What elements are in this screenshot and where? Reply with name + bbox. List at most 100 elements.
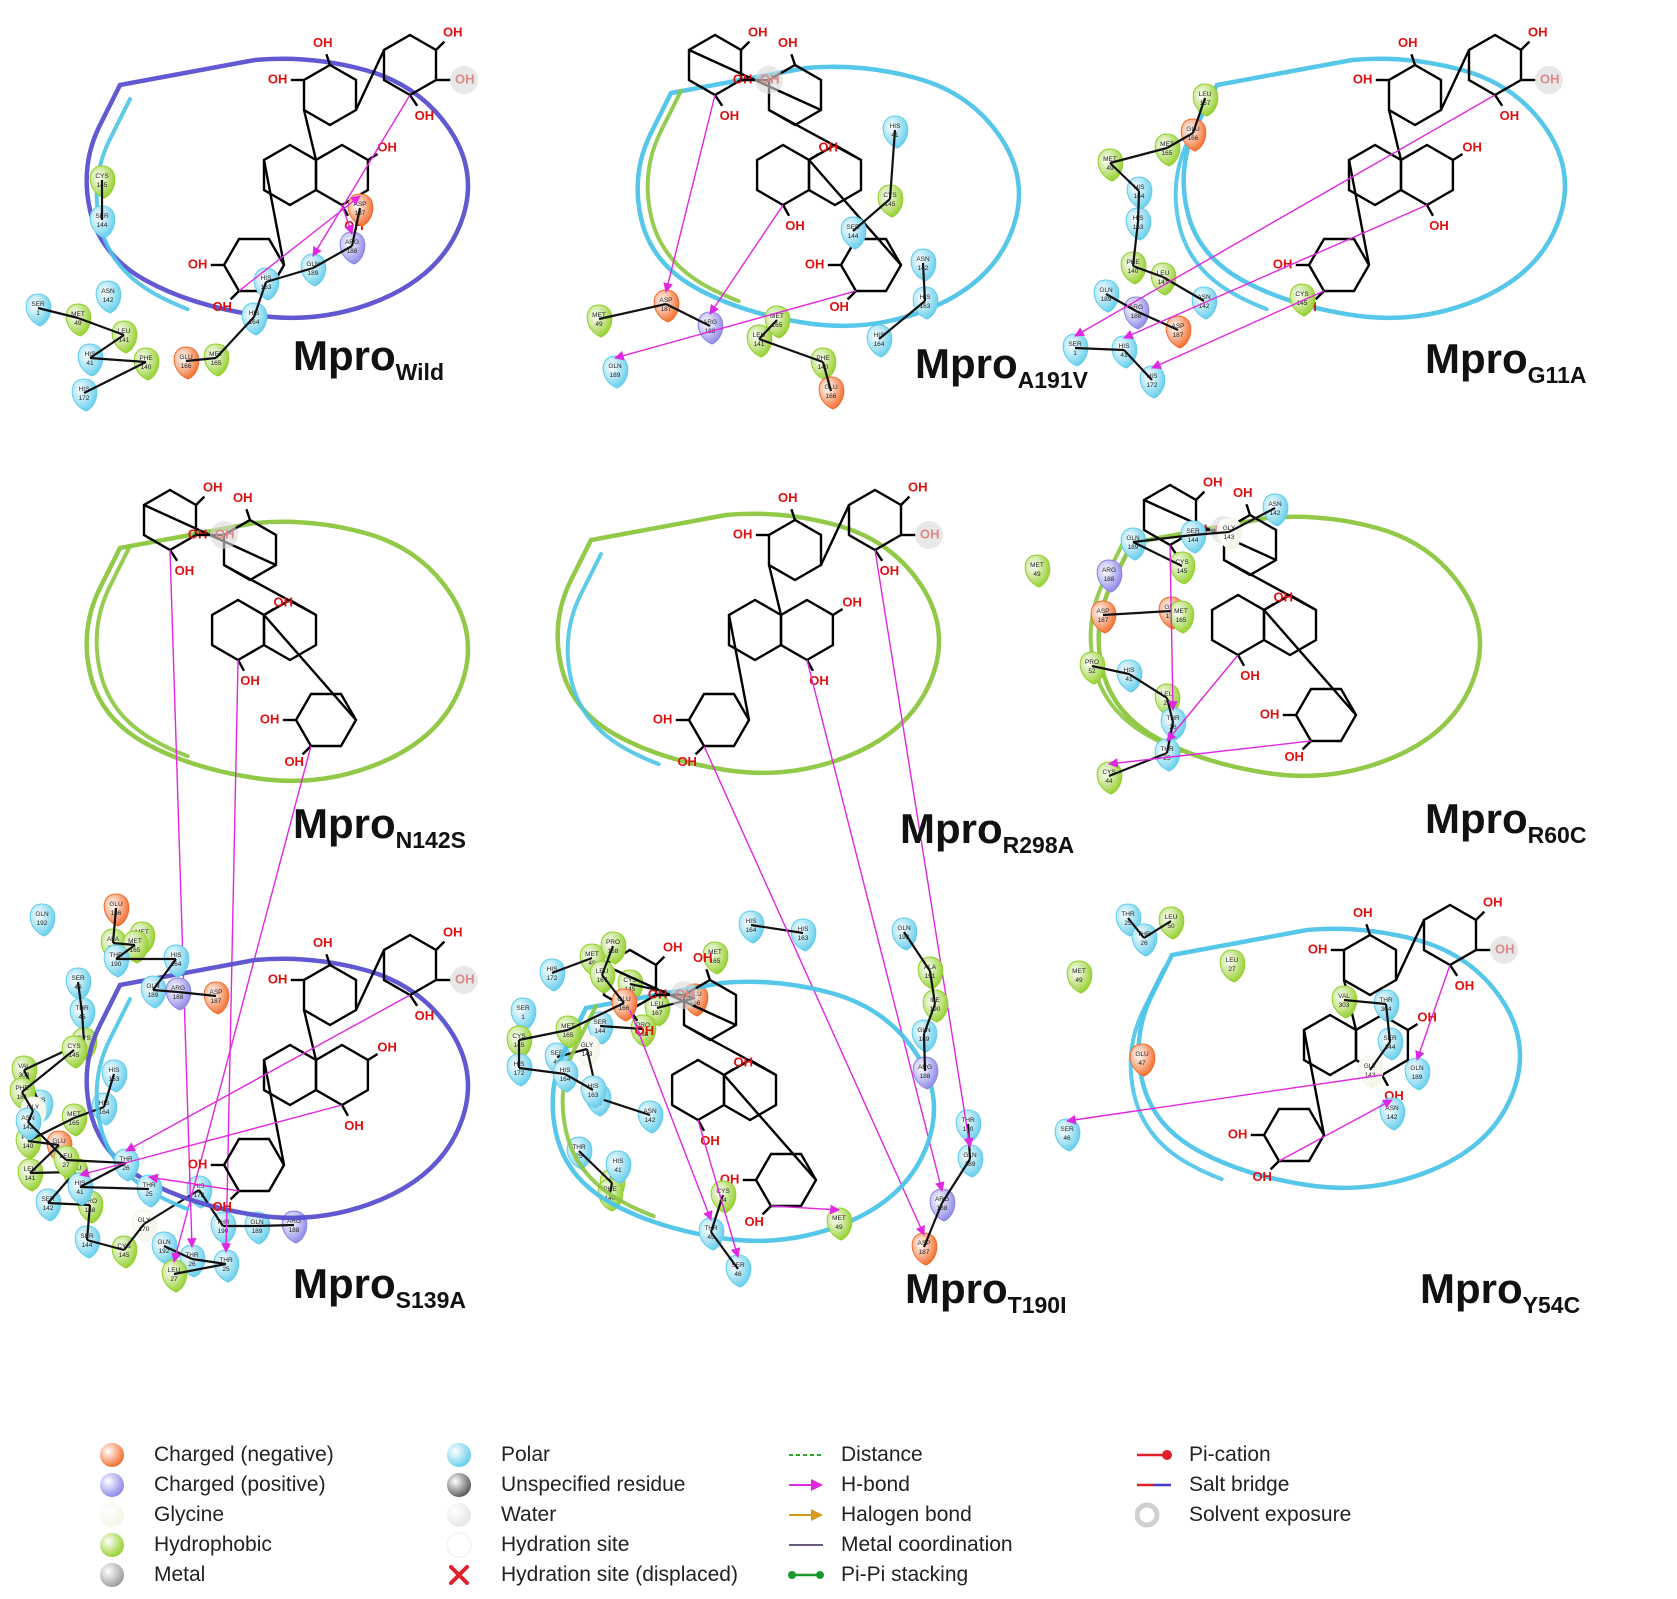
backbone-link [1131, 221, 1140, 267]
residue-marker [1154, 133, 1181, 167]
residue-number: 168 [638, 1031, 649, 1038]
residue-number: 166 [619, 1005, 630, 1012]
residue-number: 163 [588, 1092, 599, 1099]
residue-name: PRO [1085, 659, 1099, 666]
hbond-arrow [1278, 1099, 1393, 1162]
saltbridge-icon [1137, 1483, 1171, 1487]
residue-name: SER [1060, 1126, 1074, 1133]
hydroxyl-label: OH [443, 925, 463, 940]
residue-number: 192 [37, 920, 48, 927]
residue-name: PHE [15, 1085, 29, 1092]
backbone-link [79, 1185, 150, 1191]
hydroxyl-label: OH [663, 940, 683, 955]
panel-label-g11a: MproG11A [1425, 335, 1586, 389]
residue-name: HIS [874, 332, 886, 339]
backbone-link [76, 981, 84, 1013]
residue-marker [697, 311, 724, 345]
residue-marker [65, 303, 92, 337]
residue-name: PRO [606, 939, 620, 946]
residue-name: LEU [168, 1267, 181, 1274]
residue-name: HIS [109, 1067, 121, 1074]
backbone-link [185, 356, 217, 363]
hydroxyl-label: OH [1233, 485, 1253, 500]
ligand-bond [790, 508, 797, 521]
ligand-ring [670, 1058, 726, 1122]
residue-number: 41 [86, 360, 94, 367]
residue-name: LEU [753, 332, 766, 339]
residue-number: 189 [308, 270, 319, 277]
panel-label-r298a: MproR298A [900, 805, 1074, 859]
binding-pocket-outline [565, 525, 951, 789]
residue-number: 187 [355, 210, 366, 217]
ligand-bond [409, 994, 419, 1007]
hydroxyl-label: OH [188, 256, 208, 271]
residue-name: THR [216, 1219, 230, 1226]
binding-pocket-outline [1088, 512, 1474, 776]
panel-label-main: Mpro [905, 1265, 1008, 1312]
hbond-arrow [1108, 740, 1312, 768]
residue-name: HIS [261, 275, 273, 282]
legend-symbol [447, 1560, 493, 1590]
hydroxyl-label: OH [1353, 71, 1373, 86]
legend-symbol [447, 1500, 493, 1530]
residue-number: 26 [122, 1165, 130, 1172]
hydroxyl-label: OH [693, 950, 713, 965]
residue-marker [1120, 251, 1147, 285]
backbone-link [177, 990, 217, 998]
legend-symbol [446, 1530, 493, 1560]
residue-name: PHE [816, 355, 830, 362]
residue-name: HIS [194, 1183, 206, 1190]
residue-name: MET [592, 312, 606, 319]
residue-name: ARG [1129, 304, 1143, 311]
ligand-bond [1302, 1029, 1326, 1136]
hydroxyl-label: OH [415, 1008, 435, 1023]
residue-name: GLY [1364, 1063, 1377, 1070]
residue-number: 26 [1169, 724, 1177, 731]
hydroxyl-label: OH [273, 594, 293, 609]
residue-number: 165 [69, 1120, 80, 1127]
hydroxyl-label: OH [377, 1039, 397, 1054]
ligand-bond [846, 290, 857, 301]
residue-number: 46 [734, 1271, 742, 1278]
ligand-ring [1210, 593, 1266, 657]
sugar-ring [302, 963, 358, 1027]
residue-number: 145 [625, 986, 636, 993]
residue-name: ASP [1171, 323, 1184, 330]
backbone-link [191, 1257, 227, 1266]
residue-number: 163 [109, 1076, 120, 1083]
residue-number: 1 [521, 1014, 525, 1021]
backbone-link [608, 1182, 614, 1194]
residue-name: THR [119, 1156, 133, 1163]
residue-name: GLN [897, 925, 911, 932]
residue-number: 165 [211, 360, 222, 367]
residue-name: LEU [1165, 914, 1178, 921]
residue-number: 189 [252, 1228, 263, 1235]
residue-number: 167 [597, 977, 608, 984]
residue-marker [29, 903, 56, 937]
hbond-arrow [629, 1009, 713, 1221]
residue-number: 163 [798, 935, 809, 942]
residue-number: 188 [289, 1227, 300, 1234]
backbone-link [710, 1231, 739, 1270]
residue-number: 49 [74, 320, 82, 327]
ligand-bond [714, 94, 724, 107]
solvent-exposure-marker [914, 521, 943, 549]
residue-number: 166 [826, 393, 837, 400]
binding-pocket-outline [555, 511, 942, 776]
residue-name: SER [41, 1196, 55, 1203]
residue-marker [1116, 659, 1143, 693]
residue-number: 25 [222, 1266, 230, 1273]
hydroxyl-label: OH [1398, 35, 1418, 50]
backbone-link [1135, 309, 1179, 332]
ligand-bond [1365, 923, 1372, 936]
residue-name: MET [1160, 141, 1174, 148]
